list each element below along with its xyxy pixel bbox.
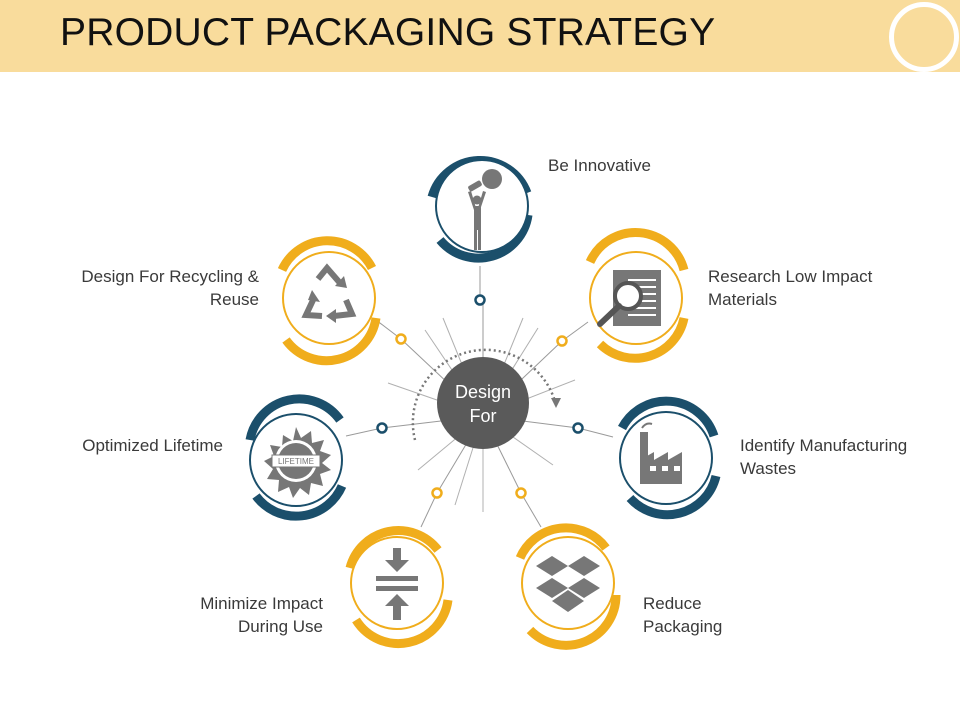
node-recycling-reuse: [277, 236, 381, 366]
connector-dot: [556, 335, 568, 347]
recycle-icon: [301, 263, 357, 319]
compress-arrows-icon: [376, 548, 418, 620]
person-lightbulb-icon: [468, 169, 502, 250]
label-optimized-lifetime: Optimized Lifetime: [82, 436, 223, 455]
node-ring-arc-bottom: [436, 214, 533, 263]
label-minimize-impact: Minimize Impact During Use: [200, 594, 323, 636]
arc-arrowhead: [551, 398, 561, 408]
header-bar: [0, 0, 960, 72]
label-recycling-reuse: Design For Recycling & Reuse: [81, 267, 259, 309]
connector-dot: [431, 487, 443, 499]
connector-dot: [515, 487, 527, 499]
connector-dot: [395, 333, 407, 345]
lifetime-badge-icon: LIFETIME: [264, 427, 331, 498]
node-optimized-lifetime: LIFETIME: [245, 394, 347, 521]
center-circle: [437, 357, 529, 449]
factory-icon: [640, 422, 682, 484]
node-research-materials: [585, 228, 689, 363]
node-manufacturing-wastes: [618, 396, 721, 520]
center-label-line1: Design: [455, 382, 511, 402]
node-circle: [435, 159, 529, 253]
page-title: PRODUCT PACKAGING STRATEGY: [60, 11, 716, 54]
label-reduce-packaging: Reduce Packaging: [643, 594, 723, 636]
box-icon: [536, 556, 600, 612]
label-research-materials: Research Low Impact Materials: [708, 267, 873, 309]
node-reduce-packaging: [515, 523, 621, 650]
header-ring-decoration: [889, 2, 959, 72]
label-be-innovative: Be Innovative: [548, 156, 652, 175]
badge-text: LIFETIME: [278, 457, 314, 466]
node-minimize-impact: [345, 526, 453, 648]
connector-dot: [572, 422, 584, 434]
connector-dots: [376, 294, 584, 499]
connector-dot: [474, 294, 486, 306]
center-label-line2: For: [470, 406, 497, 426]
node-be-innovative: [427, 156, 533, 263]
label-manufacturing-wastes: Identify Manufacturing Wastes: [740, 436, 908, 478]
document-magnifier-icon: [597, 270, 661, 327]
connector-dot: [376, 422, 388, 434]
